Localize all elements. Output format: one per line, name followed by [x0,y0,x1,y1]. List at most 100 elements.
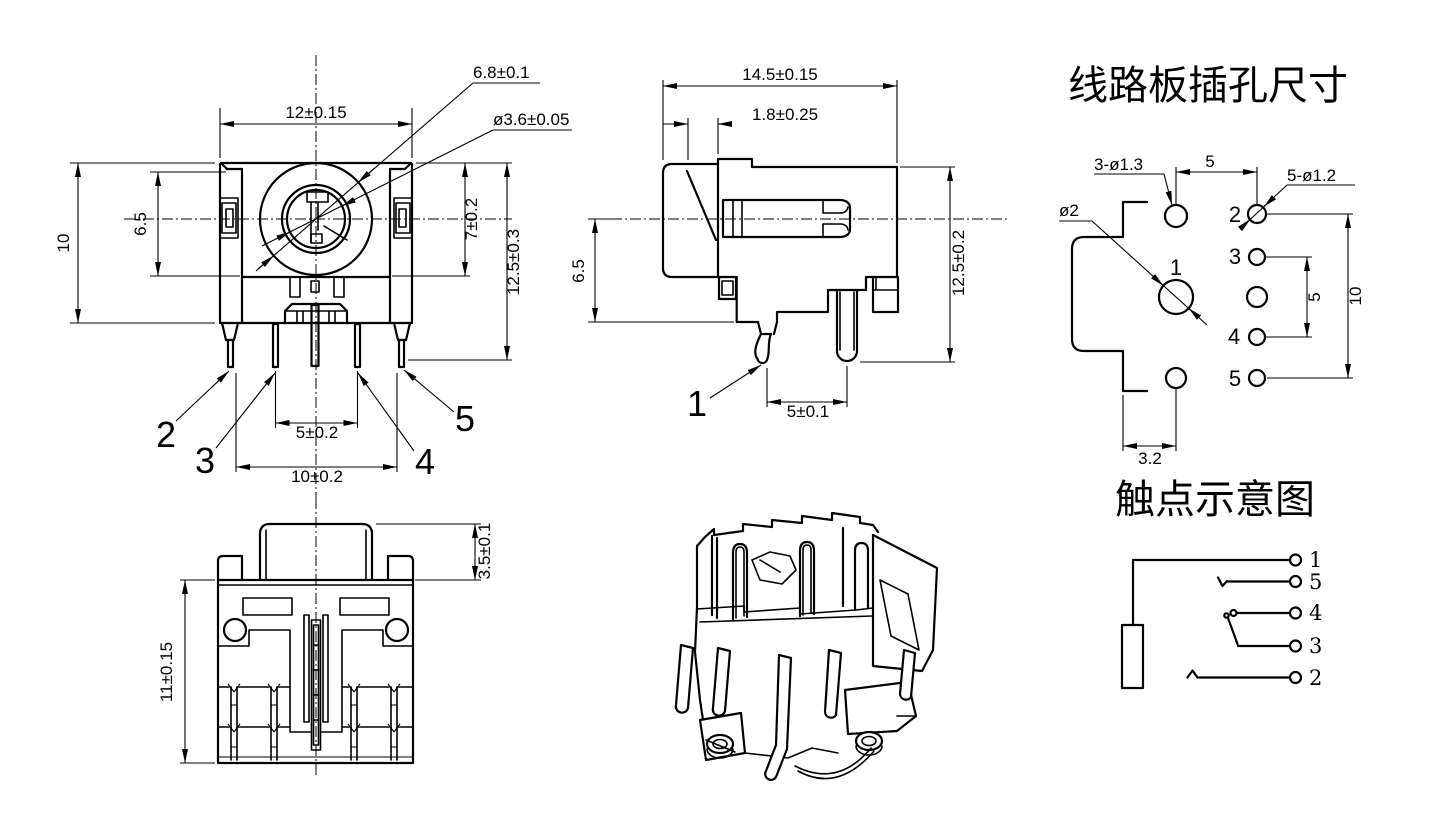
hole-label-3: 3 [1229,244,1241,269]
front-dim-right-height: 7±0.2 [392,162,512,277]
pcb-hole-1 [1157,278,1195,316]
hole-label-2: 2 [1229,202,1241,227]
bottom-view: 3.5±0.1 11±0.15 [157,498,494,778]
pcb-hole-numbers: 1 2 3 4 5 [1170,202,1241,391]
terminal-4 [1288,606,1303,620]
side-body [661,157,900,365]
spring-contact-2-symbol [1186,669,1199,679]
front-dim-width: 12±0.15 [219,103,413,158]
iso-body [674,511,939,781]
terminal-3 [1288,639,1303,653]
dim-label: ø3.6±0.05 [493,110,569,129]
dim-label: 11±0.15 [157,642,176,702]
dim-label: 10 [54,234,73,253]
side-dim-front-height: 6.5 [569,218,734,323]
dim-label: 6.5 [131,212,150,236]
dim-label: ø2 [1059,201,1079,220]
pcb-dim-right-pitch: 5 [1266,256,1324,338]
terminal-label-2: 2 [1309,666,1322,690]
pcb-leader-small-holes: 3-ø1.3 [1094,155,1173,206]
pcb-view: 线路板插孔尺寸 1 2 3 4 5 3-ø1.3 5-ø1.2 [1059,63,1365,468]
side-dim-depth: 14.5±0.15 [662,65,898,163]
dim-label: 3.5±0.1 [475,523,494,580]
pcb-title: 线路板插孔尺寸 [1068,63,1348,109]
pcb-hole-4 [1247,327,1267,347]
front-view: 12±0.15 10 6.5 7±0.2 12.5±0.3 5±0.2 [54,55,572,500]
dim-label: 3-ø1.3 [1094,155,1143,174]
schematic-terminal-numbers: 1 5 4 3 2 [1309,548,1322,690]
pivot-dot [1229,608,1238,618]
terminal-1 [1288,553,1303,567]
dim-label: 12.5±0.3 [504,229,523,295]
dim-label: 5-ø1.2 [1287,166,1336,185]
dim-label: 1.8±0.25 [752,105,818,124]
plug-sleeve-symbol [1120,623,1145,690]
terminal-label-5: 5 [1309,570,1322,594]
terminal-2 [1288,670,1303,685]
side-dim-pin-span: 5±0.1 [766,366,848,421]
schematic-circuit [1120,553,1303,690]
side-dim-total-height: 12.5±0.2 [860,166,968,363]
pcb-holes [1157,203,1269,390]
pin-label-5: 5 [455,398,475,439]
switch-contact-5-symbol [1216,576,1229,588]
front-dim-mid-height: 6.5 [131,171,240,277]
pin-label-4: 4 [415,441,435,482]
terminal-5 [1288,574,1303,589]
dim-label: 6.8±0.1 [473,63,530,82]
bottom-dim-cap: 3.5±0.1 [376,523,494,581]
dim-label: 5±0.1 [787,402,829,421]
dim-label: 5±0.2 [296,423,338,442]
isometric-view [674,511,939,781]
side-pin-callout: 1 [687,364,762,424]
dim-label: 10±0.2 [291,467,343,486]
dim-label: 10 [1346,287,1365,306]
front-leader-hole: ø3.6±0.05 [261,110,572,247]
front-dim-pin-outer: 10±0.2 [235,373,398,486]
front-dim-height: 10 [54,162,215,324]
pcb-board-edge [1070,200,1149,393]
terminal-label-1: 1 [1309,548,1322,572]
pcb-leader-center-hole: ø2 [1059,201,1208,326]
dim-label: 12.5±0.2 [949,230,968,296]
bottom-dim-body: 11±0.15 [157,579,215,764]
pin-label-1: 1 [687,383,707,424]
dim-label: 6.5 [569,259,588,283]
front-dim-pin-inner: 5±0.2 [274,371,359,442]
dim-label: 5 [1205,152,1214,171]
hole-label-5: 5 [1229,366,1241,391]
pcb-hole-3 [1247,247,1267,267]
hole-label-1: 1 [1170,255,1182,280]
pcb-hole-2 [1246,203,1268,225]
dim-label: 7±0.2 [462,198,481,240]
dim-label: 14.5±0.15 [742,65,818,84]
pcb-hole-top [1163,203,1189,229]
pcb-hole-mid [1245,285,1269,309]
contact-schematic: 触点示意图 1 5 4 3 2 [1115,477,1322,690]
dim-label: 3.2 [1138,449,1162,468]
side-view: 14.5±0.15 1.8±0.25 6.5 12.5±0.2 5±0.1 1 [569,65,1008,424]
side-dim-panel: 1.8±0.25 [663,105,818,160]
pivot-dot [1223,612,1230,619]
pcb-dim-right-span: 10 [1267,213,1365,379]
pin-label-2: 2 [156,414,176,455]
bottom-internal-detail [218,584,413,761]
pin-label-3: 3 [195,440,215,481]
dim-label: 12±0.15 [285,103,346,122]
front-pin-callouts: 2 3 4 5 [156,369,475,482]
front-leader-barrel: 6.8±0.1 [255,63,540,272]
pcb-dim-bottom-offset: 3.2 [1122,389,1177,468]
dim-label: 5 [1305,292,1324,301]
schematic-title: 触点示意图 [1115,477,1315,523]
pcb-dim-top-pitch: 5 [1175,152,1258,204]
pcb-leader-row-holes: 5-ø1.2 [1237,166,1355,232]
front-body [218,161,414,369]
terminal-label-3: 3 [1309,634,1322,658]
front-dim-total-height: 12.5±0.3 [408,163,523,361]
switch-arm-symbol [1226,616,1239,646]
bottom-body [216,522,415,765]
pcb-hole-5 [1247,368,1267,388]
pcb-hole-bottom [1164,366,1188,390]
